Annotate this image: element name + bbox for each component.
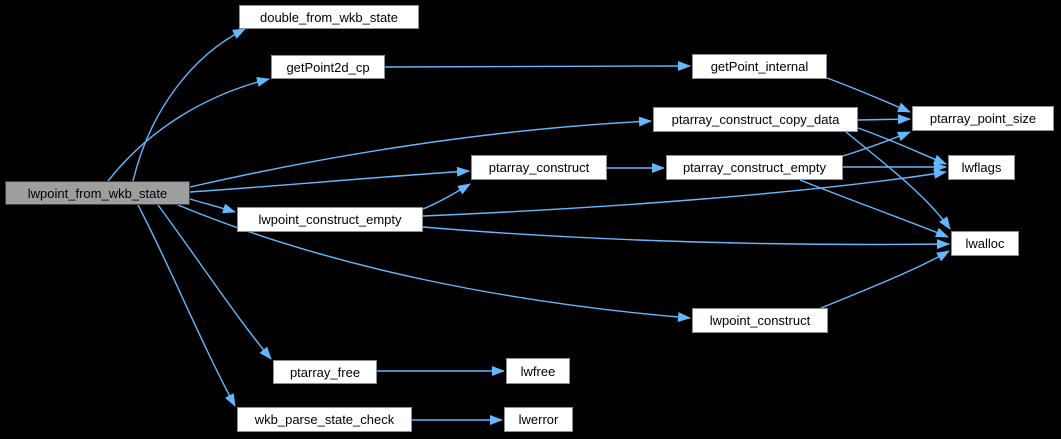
edge-getPoint_internal-to-ptarray_point_size [826, 77, 911, 113]
node-lwflags[interactable]: lwflags [948, 155, 1015, 180]
edge-lwpoint_construct_empty-to-lwflags [422, 168, 947, 217]
node-wkb_parse_state_check[interactable]: wkb_parse_state_check [237, 407, 412, 432]
edge-lwpoint_from_wkb_state-to-wkb_parse_state_check [137, 204, 236, 407]
edge-lwpoint_construct_empty-to-ptarray_construct [422, 183, 471, 210]
node-lwpoint_construct_empty[interactable]: lwpoint_construct_empty [237, 207, 423, 232]
edge-ptarray_construct_copy_data-to-ptarray_point_size [857, 114, 911, 125]
node-lwfree[interactable]: lwfree [506, 358, 570, 384]
node-ptarray_point_size[interactable]: ptarray_point_size [912, 106, 1054, 131]
node-lwpoint_from_wkb_state[interactable]: lwpoint_from_wkb_state [5, 181, 190, 205]
edge-ptarray_construct_empty-to-ptarray_point_size [842, 131, 911, 157]
edge-ptarray_construct_copy_data-to-lwflags [857, 127, 947, 165]
edge-lwpoint_construct_empty-to-lwalloc [422, 226, 950, 250]
edge-lwpoint_from_wkb_state-to-ptarray_construct_copy_data [189, 116, 652, 188]
node-lwerror[interactable]: lwerror [504, 407, 573, 432]
node-getPoint2d_cp[interactable]: getPoint2d_cp [271, 55, 385, 79]
node-ptarray_construct[interactable]: ptarray_construct [471, 155, 607, 180]
edge-lwpoint_from_wkb_state-to-double_from_wkb_state [132, 28, 246, 182]
node-ptarray_construct_copy_data[interactable]: ptarray_construct_copy_data [653, 107, 858, 132]
node-lwalloc[interactable]: lwalloc [951, 231, 1019, 256]
node-ptarray_free[interactable]: ptarray_free [273, 360, 377, 384]
node-lwpoint_construct[interactable]: lwpoint_construct [692, 308, 828, 333]
edge-lwpoint_construct-to-lwalloc [820, 250, 950, 309]
edge-lwpoint_from_wkb_state-to-ptarray_construct [189, 166, 470, 193]
edge-ptarray_construct_copy_data-to-lwalloc [845, 131, 951, 230]
edge-lwpoint_from_wkb_state-to-lwpoint_construct_empty [189, 198, 236, 214]
node-ptarray_construct_empty[interactable]: ptarray_construct_empty [666, 155, 843, 180]
node-double_from_wkb_state[interactable]: double_from_wkb_state [239, 5, 419, 29]
edge-lwpoint_from_wkb_state-to-getPoint2d_cp [107, 77, 270, 182]
edge-getPoint2d_cp-to-getPoint_internal [384, 61, 691, 72]
edge-lwpoint_from_wkb_state-to-ptarray_free [157, 204, 272, 360]
node-getPoint_internal[interactable]: getPoint_internal [692, 54, 827, 79]
